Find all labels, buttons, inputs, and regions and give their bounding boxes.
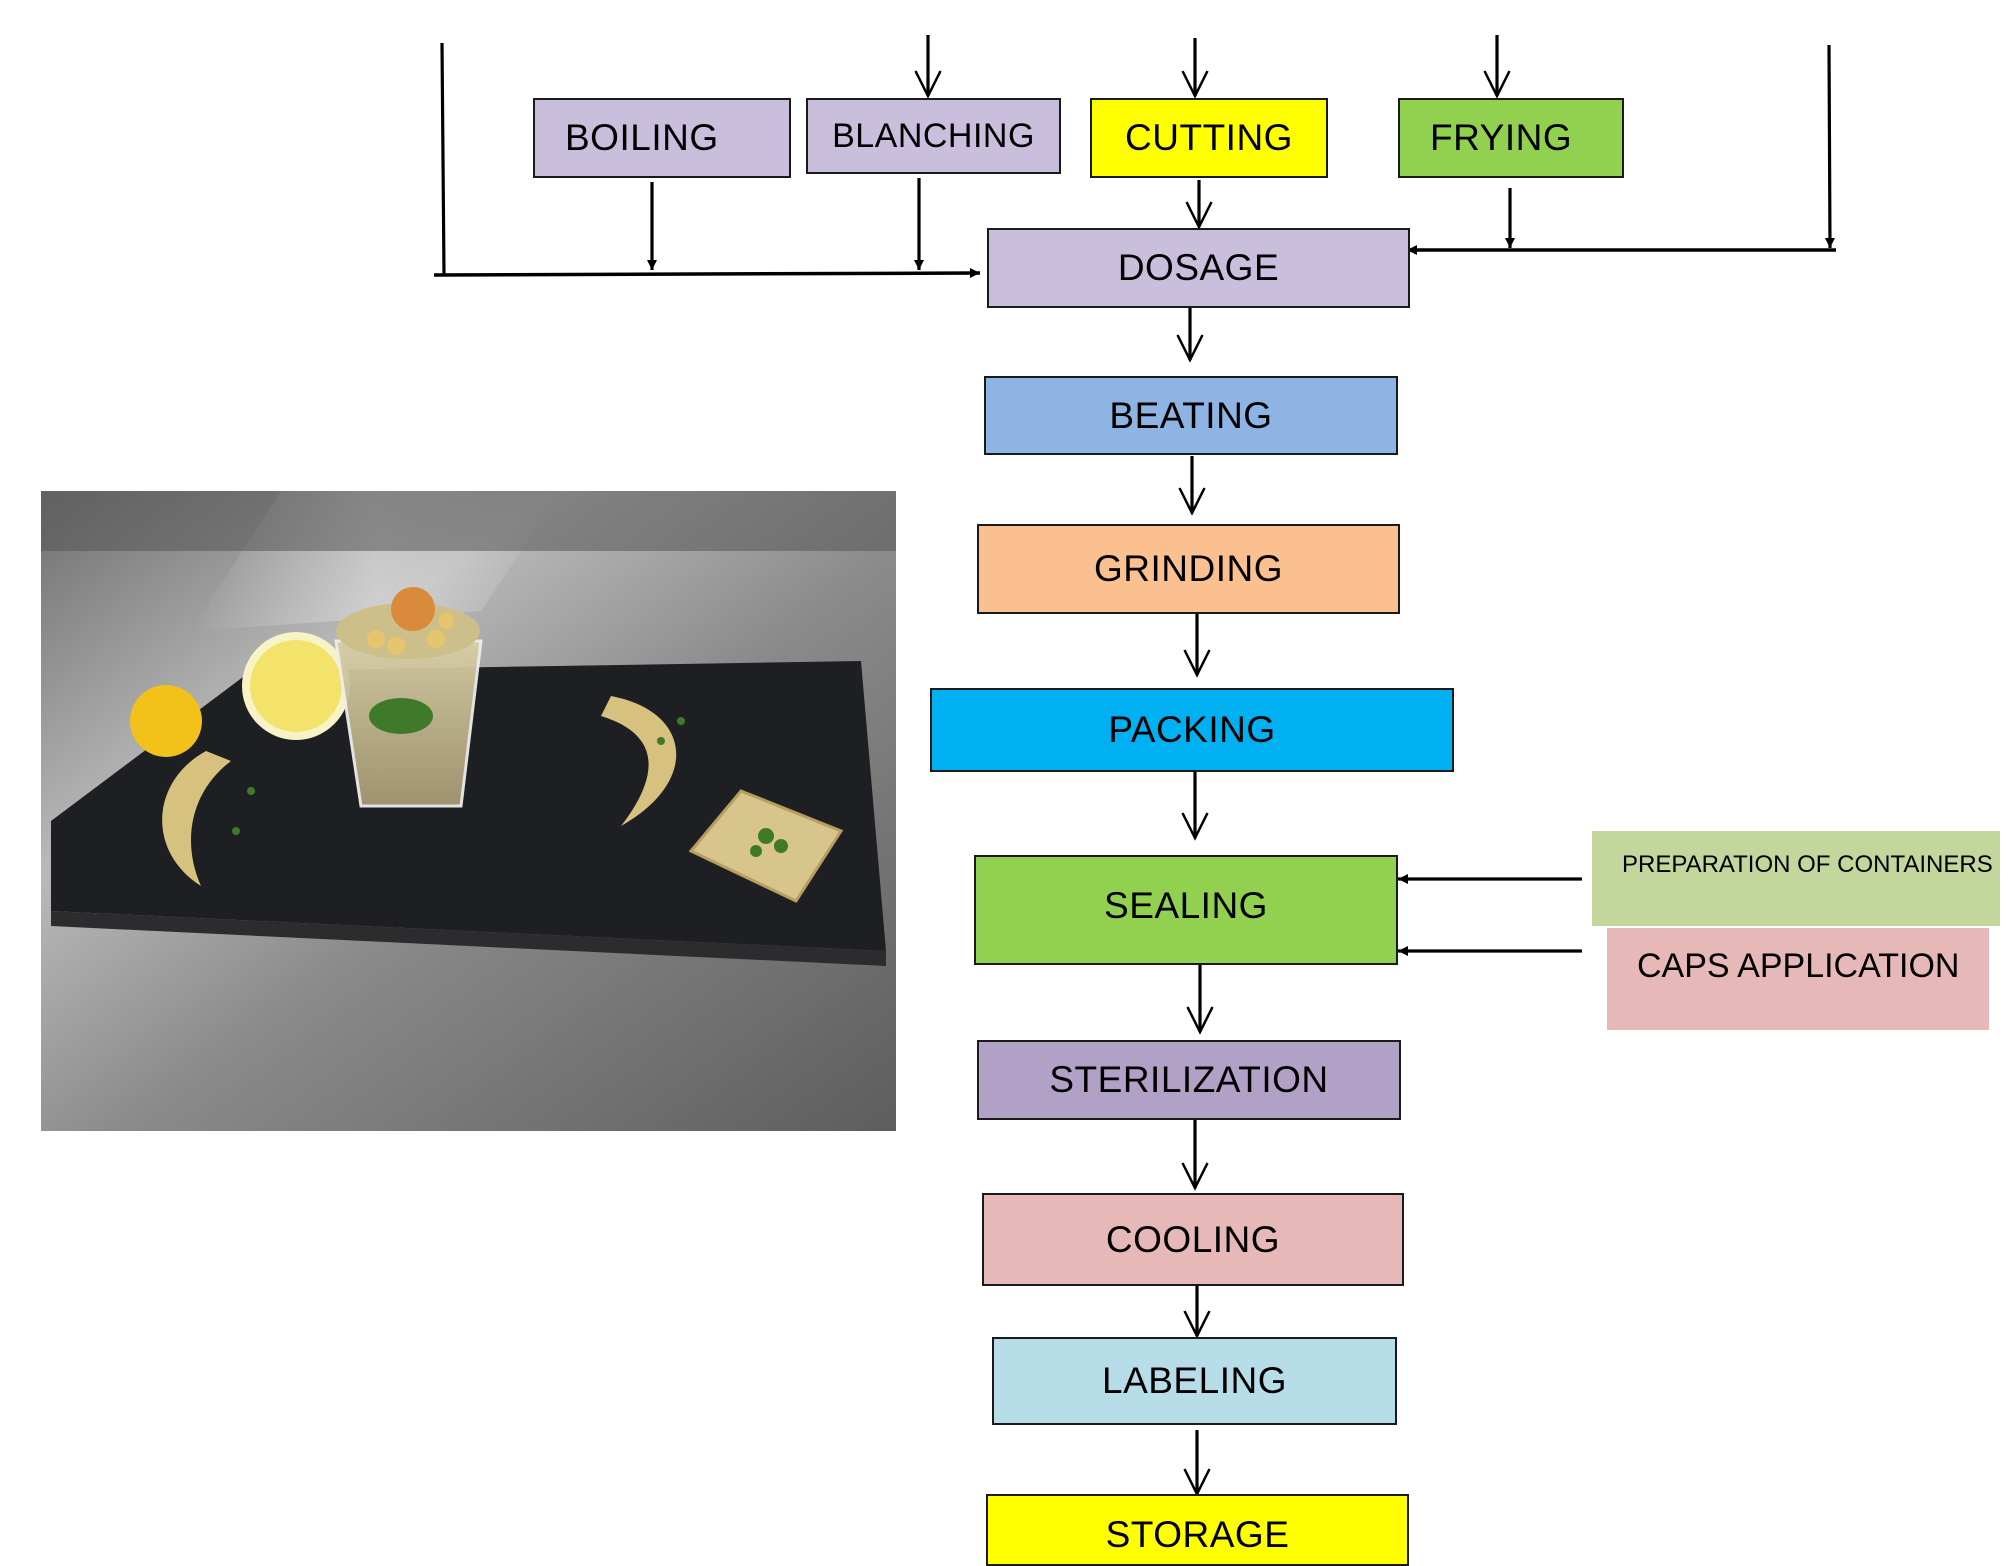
sterilization-label: STERILIZATION bbox=[1049, 1059, 1329, 1100]
blanching-box: BLANCHING bbox=[806, 98, 1061, 174]
right-vertical-arrow bbox=[1824, 44, 1835, 249]
cooling-box: COOLING bbox=[982, 1193, 1404, 1286]
packing-label: PACKING bbox=[1108, 709, 1276, 750]
dosage-label: DOSAGE bbox=[1117, 247, 1280, 288]
boiling-label: BOILING bbox=[565, 117, 719, 158]
storage-box: STORAGE bbox=[986, 1494, 1409, 1566]
dosage-box: DOSAGE bbox=[987, 228, 1410, 308]
slate-board bbox=[51, 661, 886, 951]
cutting-box: CUTTING bbox=[1090, 98, 1328, 178]
hummus-swoosh-left bbox=[162, 751, 231, 886]
left-vertical-line bbox=[440, 42, 446, 276]
labeling-label: LABELING bbox=[1102, 1360, 1287, 1401]
lemon-slice bbox=[242, 632, 350, 740]
grinding-label: GRINDING bbox=[1094, 548, 1283, 589]
caps-label: CAPS APPLICATION bbox=[1637, 946, 1960, 985]
frying-box: FRYING bbox=[1398, 98, 1624, 178]
storage-label: STORAGE bbox=[1105, 1514, 1290, 1555]
beating-label: BEATING bbox=[1109, 394, 1273, 436]
pepper-rose bbox=[130, 685, 202, 757]
cooling-label: COOLING bbox=[1105, 1218, 1281, 1260]
sealing-box: SEALING bbox=[974, 855, 1398, 965]
preparation-of-containers-box: PREPARATION OF CONTAINERS bbox=[1592, 831, 2000, 926]
frying-label: FRYING bbox=[1430, 117, 1573, 158]
left-horizontal-arrow bbox=[433, 268, 981, 279]
grinding-box: GRINDING bbox=[977, 524, 1400, 614]
hummus-dish-photo bbox=[41, 491, 896, 1131]
sterilization-box: STERILIZATION bbox=[977, 1040, 1401, 1120]
hummus-swoosh-right bbox=[601, 696, 677, 826]
cutting-label: CUTTING bbox=[1125, 117, 1293, 158]
packing-box: PACKING bbox=[930, 688, 1454, 772]
beating-box: BEATING bbox=[984, 376, 1398, 455]
caps-application-box: CAPS APPLICATION bbox=[1607, 928, 1989, 1030]
labeling-box: LABELING bbox=[992, 1337, 1397, 1425]
containers-label: PREPARATION OF CONTAINERS bbox=[1622, 850, 1993, 878]
sealing-label: SEALING bbox=[1104, 885, 1268, 926]
boiling-box: BOILING bbox=[533, 98, 791, 178]
hummus-cracker bbox=[688, 789, 844, 903]
blanching-label: BLANCHING bbox=[832, 116, 1035, 155]
